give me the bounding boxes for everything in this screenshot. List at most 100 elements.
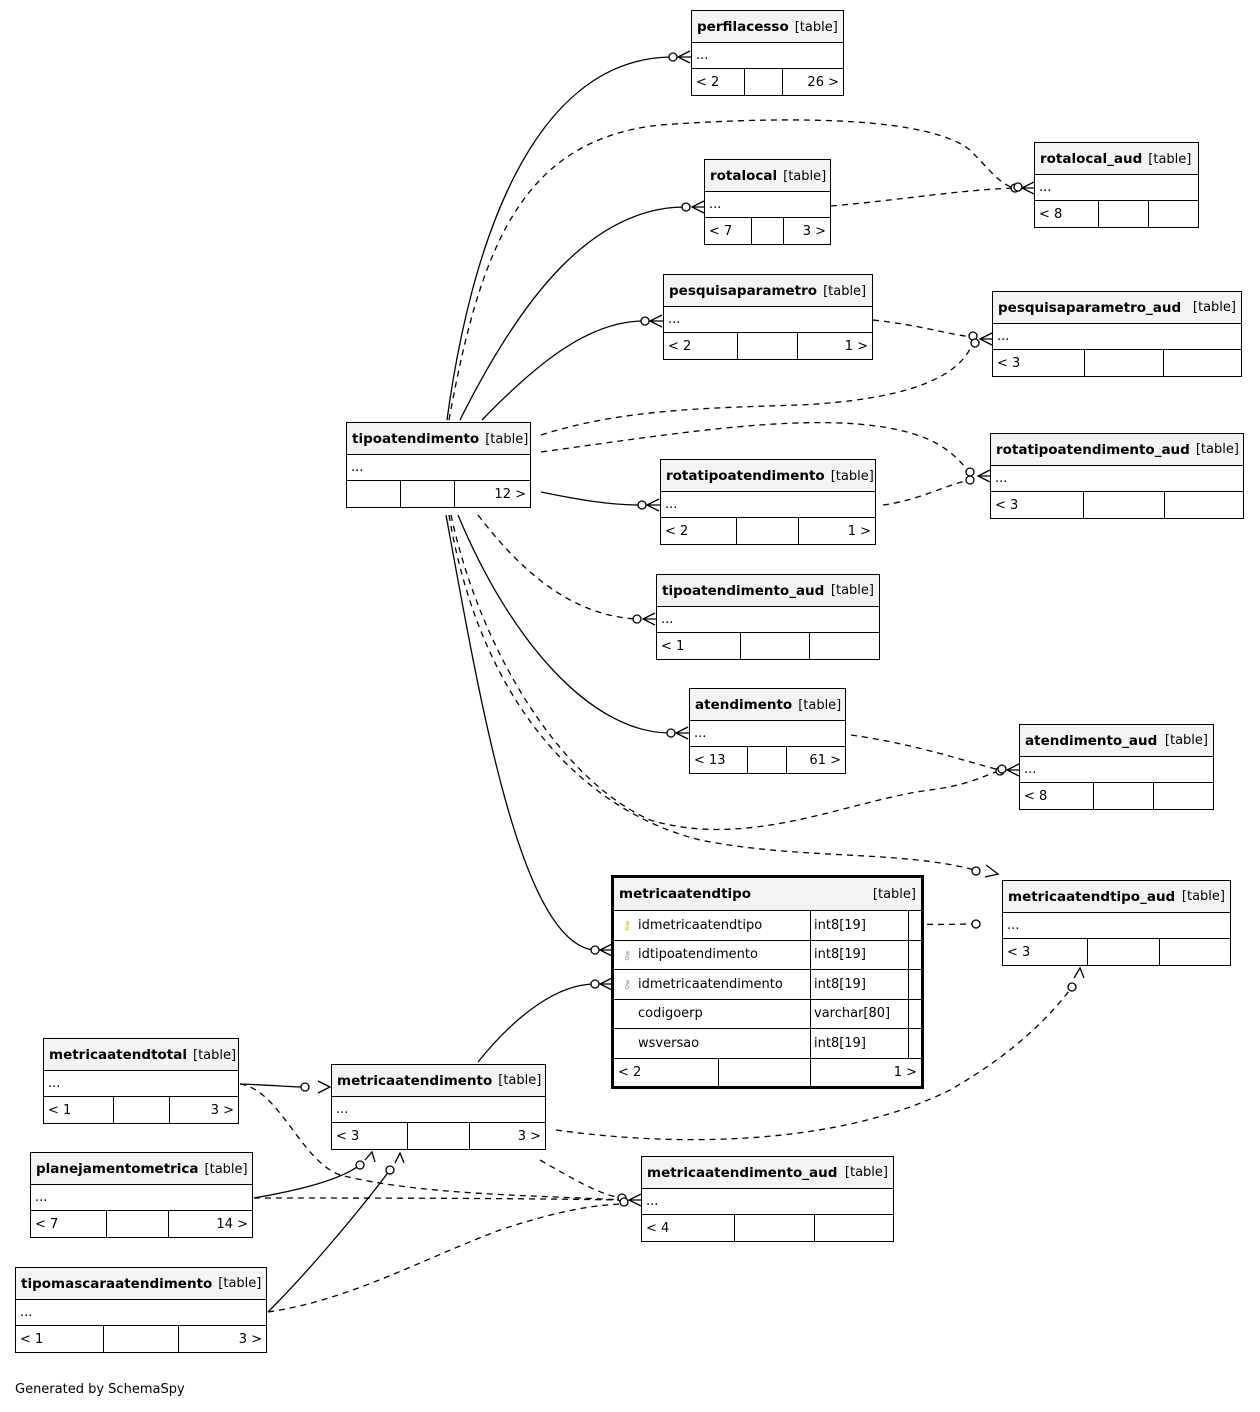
table-tag: [table] [830, 468, 874, 484]
table-tipoatendimento_aud[interactable]: tipoatendimento_aud[table] ... < 1 [656, 574, 880, 660]
column-row: codigoerp varchar[80] [614, 999, 921, 1029]
table-footer: < 3 [1003, 939, 1230, 965]
child-count: 1 > [893, 1064, 917, 1080]
endpoint-circle [997, 764, 1007, 774]
table-rotalocal_aud[interactable]: rotalocal_aud[table] ... < 8 [1034, 142, 1199, 228]
crowsfoot-marker [674, 726, 689, 740]
table-name: rotalocal [710, 167, 778, 184]
table-footer: < 4 [642, 1215, 893, 1241]
parent-count: < 1 [16, 1326, 104, 1352]
crowsfoot-marker [598, 977, 613, 991]
edge-tipoatendimento-metricaatendtipo_aud [448, 514, 976, 871]
table-tag: [table] [1164, 733, 1208, 748]
column-row: ⚷idmetricaatendimento int8[19] [614, 970, 921, 1000]
table-name: tipoatendimento_aud [662, 582, 825, 599]
edge-atendimento-atendimento_aud [850, 734, 1001, 771]
child-count: 1 > [844, 338, 868, 354]
table-atendimento_aud[interactable]: atendimento_aud[table] ... < 8 [1019, 724, 1214, 810]
edge-tipomascaraatendimento-metricaatendimento [267, 1169, 391, 1313]
table-name: metricaatendtipo [619, 886, 752, 902]
crowsfoot-marker [984, 864, 1000, 878]
endpoint-circle [681, 202, 691, 212]
endpoint-circle [1067, 982, 1077, 992]
parent-count: < 8 [1020, 783, 1094, 809]
parent-count: < 8 [1035, 201, 1099, 227]
crowsfoot-marker [317, 1080, 332, 1094]
table-body: ... [664, 307, 872, 333]
table-name: planejamentometrica [36, 1160, 199, 1177]
column-row: ⚷idtipoatendimento int8[19] [614, 940, 921, 970]
edge-tipomascaraatendimento-metricaatendimento_aud [267, 1203, 623, 1313]
edge-tipoatendimento-rotalocal [459, 206, 685, 421]
column-type: varchar[80] [811, 999, 909, 1028]
edge-tipoatendimento-pesquisaparametro [481, 320, 643, 421]
parent-count: < 2 [614, 1058, 719, 1086]
table-name: atendimento_aud [1025, 732, 1158, 749]
parent-count: < 7 [31, 1211, 107, 1237]
child-count [1149, 201, 1198, 227]
crowsfoot-marker [645, 498, 660, 512]
table-name: pesquisaparametro [669, 282, 818, 299]
edge-planejamentometrica-metricaatendimento [253, 1164, 361, 1199]
edge-metricaatendimento-metricaatendimento_aud [539, 1159, 623, 1199]
column-row: ⚷idmetricaatendtipo int8[19] [614, 911, 921, 941]
edge-tipoatendimento-rotalocal_aud [448, 119, 1016, 421]
edge-rotatipoatendimento-rotatipoatendimento_aud [882, 479, 971, 506]
child-count: 61 > [809, 752, 841, 768]
endpoint-circle [971, 919, 981, 929]
crowsfoot-marker [598, 943, 613, 957]
parent-count: < 2 [664, 333, 738, 359]
edge-tipoatendimento-metricaatendtipo [445, 514, 594, 951]
table-metricaatendimento_aud[interactable]: metricaatendimento_aud[table] ... < 4 [641, 1156, 894, 1242]
table-footer: < 3 [991, 492, 1243, 518]
foreign-key-icon: ⚷ [622, 947, 632, 962]
table-body: ... [993, 324, 1241, 350]
edge-tipoatendimento-atendimento_aud [450, 514, 1000, 831]
endpoint-circle [355, 1160, 365, 1170]
column-type: int8[19] [811, 1029, 909, 1058]
table-name: metricaatendtipo_aud [1008, 888, 1176, 905]
table-metricaatendtipo_aud[interactable]: metricaatendtipo_aud[table] ... < 3 [1002, 880, 1231, 966]
edge-metricaatendimento-metricaatendtipo [477, 983, 594, 1063]
table-rotatipoatendimento_aud[interactable]: rotatipoatendimento_aud[table] ... < 3 [990, 433, 1244, 519]
child-count [1165, 492, 1243, 518]
endpoint-circle [640, 316, 650, 326]
table-body: ... [657, 607, 879, 633]
endpoint-circle [666, 728, 676, 738]
endpoint-circle [300, 1082, 310, 1092]
endpoint-circle [590, 979, 600, 989]
table-pesquisaparametro_aud[interactable]: pesquisaparametro_aud[table] ... < 3 [992, 291, 1242, 377]
endpoint-circle [971, 866, 981, 876]
table-body: ... [692, 43, 843, 69]
table-metricaatendtipo[interactable]: metricaatendtipo[table] ⚷idmetricaatendt… [611, 875, 924, 1089]
table-footer: < 2 1 > [664, 333, 872, 359]
table-tipoatendimento[interactable]: tipoatendimento[table] ... 12 > [346, 422, 531, 508]
table-body: ... [642, 1189, 893, 1215]
table-footer: 12 > [347, 481, 530, 507]
table-pesquisaparametro[interactable]: pesquisaparametro [table] ... < 2 1 > [663, 274, 873, 360]
child-count: 12 > [494, 486, 526, 502]
table-tag: [table] [783, 168, 827, 184]
table-tag: [table] [823, 283, 867, 299]
table-name: rotatipoatendimento_aud [996, 441, 1190, 458]
column-name: idtipoatendimento [638, 947, 758, 963]
table-tag: [table] [204, 1161, 248, 1177]
table-footer: < 2 1 > [614, 1058, 921, 1086]
parent-count: < 2 [692, 69, 745, 95]
endpoint-circle [590, 945, 600, 955]
endpoint-circle [385, 1165, 395, 1175]
child-count [810, 633, 879, 659]
table-footer: < 3 [993, 350, 1241, 376]
